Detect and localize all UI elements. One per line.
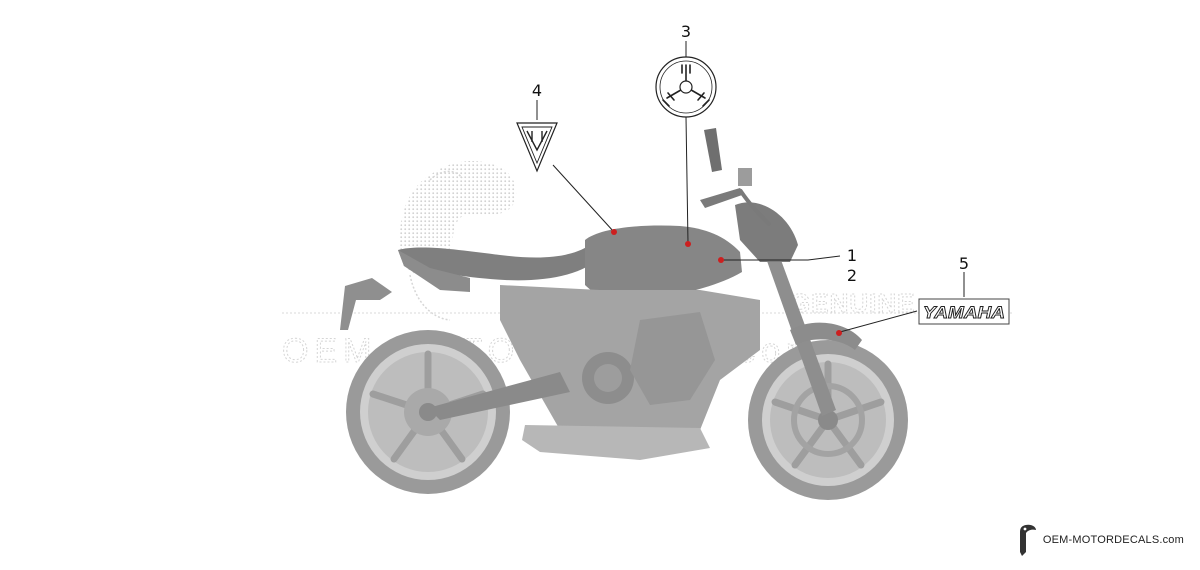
marker-decal-5 [836,330,842,336]
callout-4: 4 [532,81,542,100]
toucan-logo-icon [1019,524,1036,556]
watermark-bird-icon [399,160,517,321]
callout-1: 1 [847,246,857,265]
marker-decal-1-2 [718,257,724,263]
rear-wheel [346,330,510,494]
tuning-fork-emblem-icon [655,56,717,118]
decal-text-yamaha: YAMAHA [923,303,1005,322]
watermark-word-top: GENUINE [790,288,915,318]
footer-site-name: OEM-MOTORDECALS.com [1042,534,1184,546]
motorcycle-illustration [340,128,908,500]
marker-decal-4 [611,229,617,235]
footer-brand: OEM-MOTORDECALS.com [1015,522,1184,558]
leader-lines [536,41,965,333]
mt-triangle-decal-icon [516,122,558,173]
callout-2: 2 [847,266,857,285]
decal-position-markers [611,229,842,336]
callout-3: 3 [681,22,691,41]
yamaha-text-decal: YAMAHA [918,298,1010,325]
marker-decal-3 [685,241,691,247]
front-wheel [748,340,908,500]
callout-5: 5 [959,254,969,273]
